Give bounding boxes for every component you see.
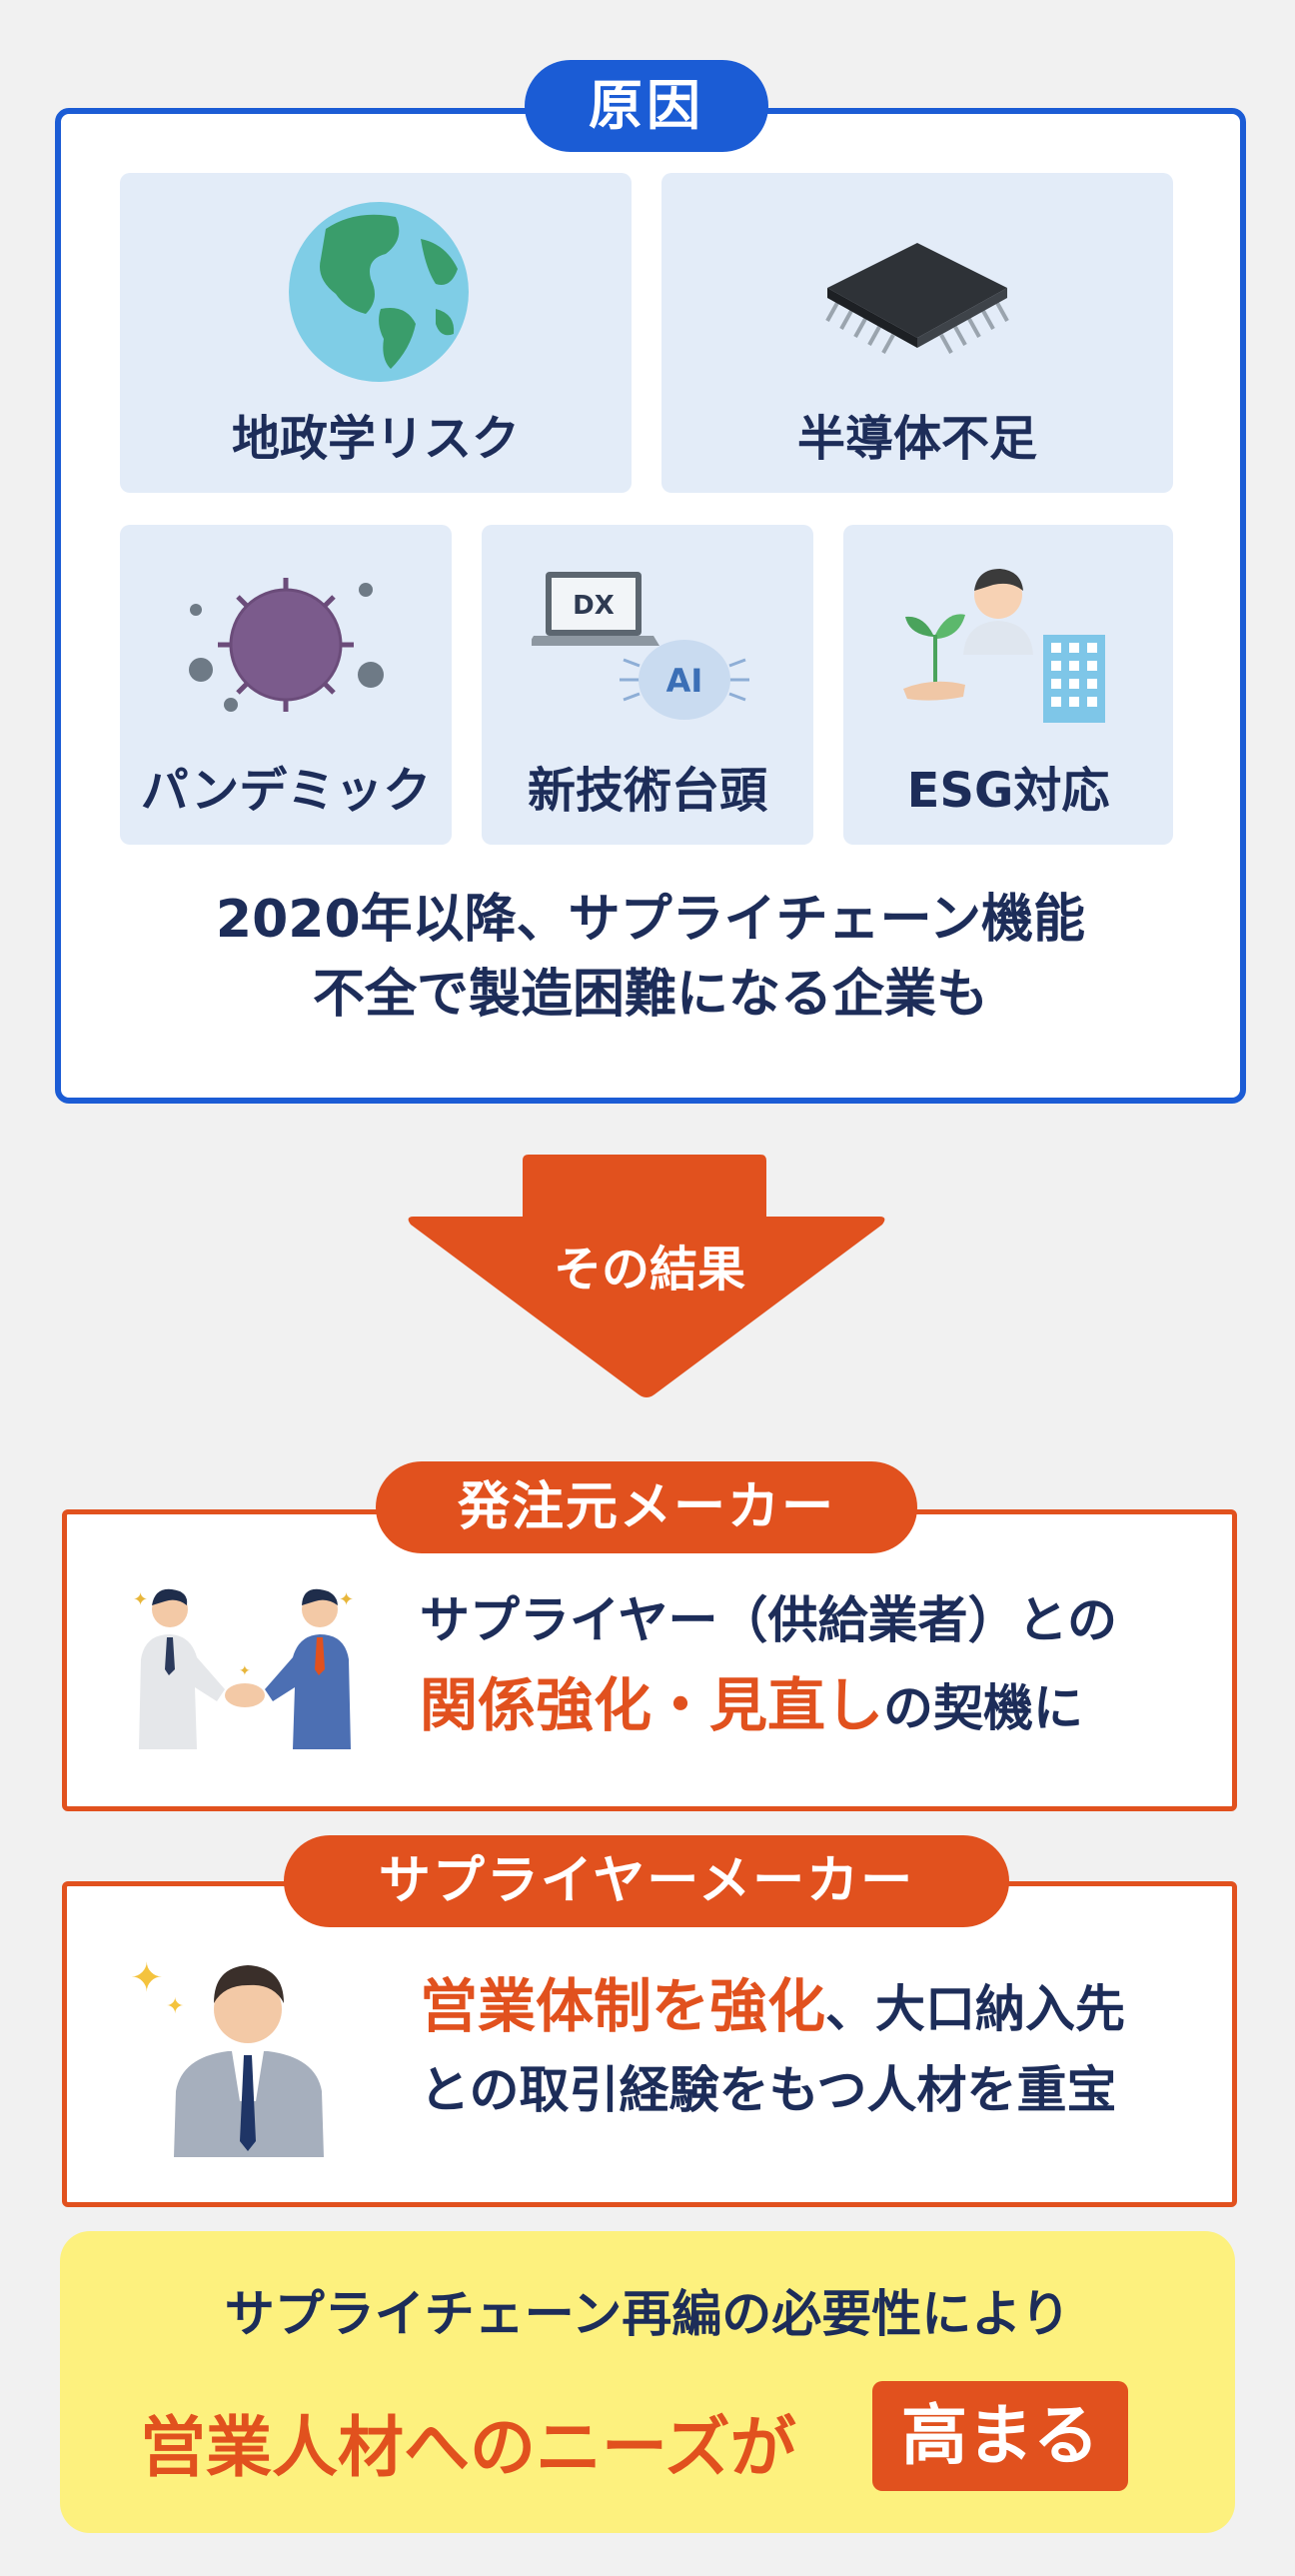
dx-ai-icon: DX AI bbox=[532, 572, 749, 720]
cause-summary-line2: 不全で製造困難になる企業も bbox=[312, 965, 988, 1025]
tile-label: 新技術台頭 bbox=[527, 763, 767, 819]
supplier-maker-highlight: 営業体制を強化 bbox=[420, 1972, 826, 2040]
ordering-maker-line1: サプライヤー（供給業者）との bbox=[420, 1591, 1117, 1649]
tile-esg: ESG対応 bbox=[843, 525, 1173, 845]
supplier-maker-line2: との取引経験をもつ人材を重宝 bbox=[420, 2061, 1117, 2119]
svg-text:✦: ✦ bbox=[239, 1663, 251, 1679]
ordering-maker-box bbox=[62, 1509, 1237, 1811]
supplier-maker-line1-rest: 、大口納入先 bbox=[825, 1980, 1126, 2038]
tile-pandemic: パンデミック bbox=[120, 525, 452, 845]
tile-semiconductor-shortage: 半導体不足 bbox=[661, 173, 1173, 493]
tile-label: 地政学リスク bbox=[231, 411, 520, 467]
svg-text:AI: AI bbox=[666, 662, 703, 700]
supplier-maker-label: サプライヤーメーカー bbox=[284, 1835, 1009, 1927]
globe-icon bbox=[289, 202, 469, 382]
ordering-maker-highlight: 関係強化・見直し bbox=[420, 1671, 884, 1739]
chip-icon bbox=[825, 243, 1009, 354]
businessman-icon: ✦ ✦ bbox=[130, 1955, 324, 2157]
conclusion-line1: サプライチェーン再編の必要性により bbox=[224, 2285, 1071, 2343]
ordering-maker-line2-rest: の契機に bbox=[883, 1679, 1084, 1737]
virus-icon bbox=[189, 578, 384, 712]
svg-text:✦: ✦ bbox=[166, 1994, 184, 2019]
handshake-icon: ✦ ✦ ✦ bbox=[133, 1588, 354, 1749]
tile-label: ESG対応 bbox=[906, 763, 1110, 819]
ordering-maker-line2: 関係強化・見直しの契機に bbox=[420, 1664, 1083, 1749]
supplier-maker-line1: 営業体制を強化、大口納入先 bbox=[420, 1965, 1125, 2050]
svg-text:✦: ✦ bbox=[133, 1589, 148, 1610]
cause-summary-line1: 2020年以降、サプライチェーン機能 bbox=[215, 890, 1086, 950]
tile-geopolitical-risk: 地政学リスク bbox=[120, 173, 632, 493]
arrow-label: その結果 bbox=[553, 1242, 745, 1297]
svg-text:DX: DX bbox=[573, 591, 615, 621]
cause-label: 原因 bbox=[525, 60, 768, 152]
tile-label: パンデミック bbox=[140, 763, 432, 819]
svg-text:✦: ✦ bbox=[130, 1955, 164, 2001]
esg-icon bbox=[903, 569, 1105, 723]
ordering-maker-label: 発注元メーカー bbox=[376, 1461, 917, 1553]
down-arrow-icon bbox=[408, 1155, 885, 1397]
tile-label: 半導体不足 bbox=[796, 411, 1037, 467]
conclusion-line2: 営業人材へのニーズが bbox=[140, 2409, 796, 2486]
tile-new-technology: DX AI 新技術台頭 bbox=[482, 525, 813, 845]
conclusion-badge: 高まる bbox=[872, 2381, 1128, 2491]
svg-text:✦: ✦ bbox=[339, 1589, 354, 1610]
